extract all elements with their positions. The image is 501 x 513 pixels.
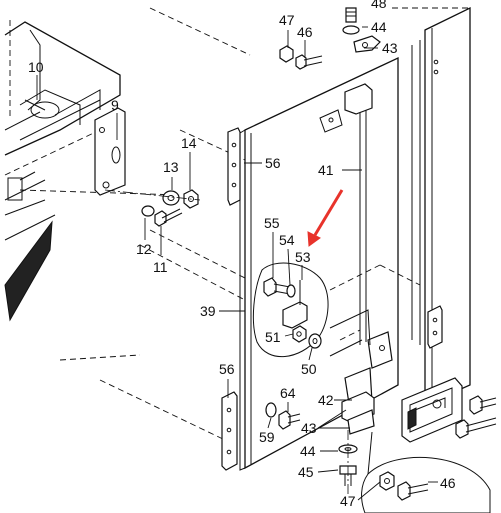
part-label-12: 12 [136,241,152,257]
part-label-14: 14 [181,135,197,151]
latch-detail-callout [252,262,329,357]
part-label-39: 39 [200,303,216,319]
door-panel [221,35,399,471]
part-label-50: 50 [301,361,317,377]
leader-lines [36,26,438,501]
part-label-51: 51 [265,329,281,345]
red-arrow [307,189,344,247]
right-frame [401,6,497,443]
part-label-47-top: 47 [279,12,295,28]
background-frame-lines [4,7,470,441]
part-label-48: 48 [371,0,387,11]
part-label-9: 9 [111,97,119,113]
part-label-64: 64 [280,385,296,401]
part-label-46-bottom: 46 [440,475,456,491]
part-label-45: 45 [298,464,314,480]
part-label-43-bottom: 43 [301,420,317,436]
part-label-44-top: 44 [371,19,387,35]
part-label-41: 41 [318,162,334,178]
part-label-56-top: 56 [265,155,281,171]
part-label-44-bottom: 44 [300,443,316,459]
part-label-42: 42 [318,392,334,408]
part-label-53: 53 [295,249,311,265]
part-label-59: 59 [259,429,275,445]
part-label-13: 13 [163,159,179,175]
left-bracket-assembly [4,21,126,322]
part-label-10: 10 [28,59,44,75]
part-label-11: 11 [153,259,168,275]
part-label-55: 55 [264,215,280,231]
part-label-54: 54 [279,232,295,248]
bottom-detail-callout [361,431,491,513]
part-label-47-bottom: 47 [340,493,356,509]
lower-hardware [265,402,358,495]
part-label-46-top: 46 [297,24,313,40]
part-label-43-top: 43 [382,40,398,56]
part-label-56-bottom: 56 [219,361,235,377]
washer-bolt-hardware [104,189,201,227]
part-number-labels: 10 9 47 46 48 44 43 14 13 56 41 55 54 53… [28,0,456,509]
top-hardware [279,7,360,70]
